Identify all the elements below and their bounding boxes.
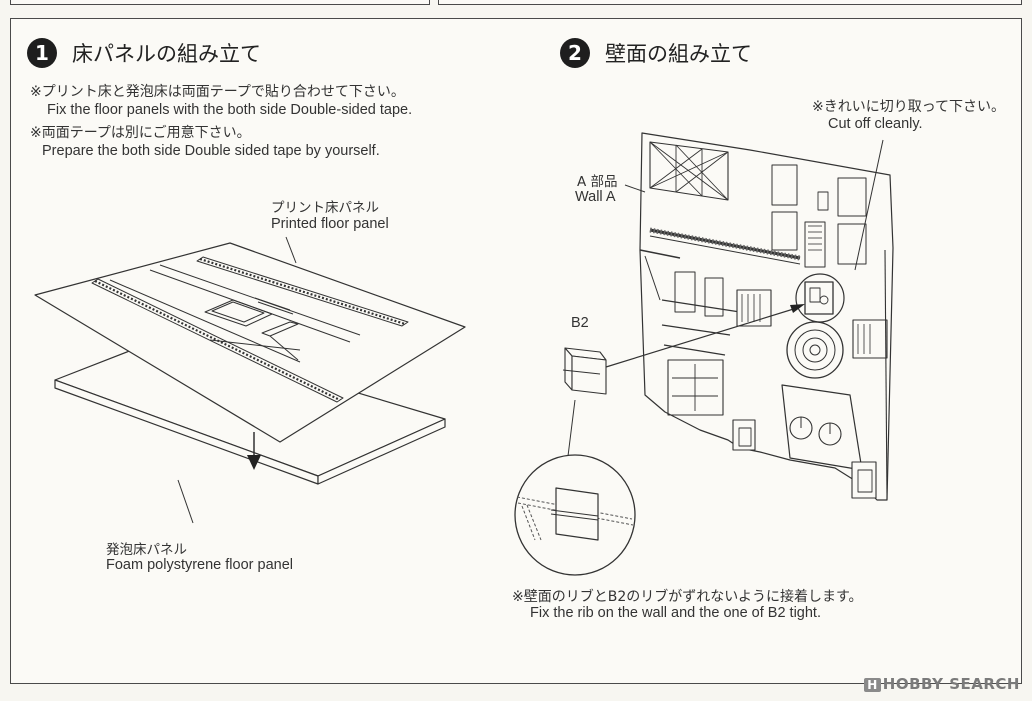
top-tab-left [10,0,430,5]
foam-floor-label-en: Foam polystyrene floor panel [106,557,293,573]
wall-a-label-en: Wall A [575,189,616,205]
cut-note-en: Cut off cleanly. [828,116,923,132]
wall-a-part [639,132,894,501]
part-b2-label: B2 [571,315,589,331]
step-1-note-2-jp: ※両面テープは別にご用意下さい。 [30,125,251,141]
down-arrow-icon [247,432,261,470]
step-2-title: 壁面の組み立て [605,42,752,66]
cut-off-callout [795,139,884,323]
watermark-text: HOBBY SEARCH [882,675,1020,693]
wall-a-label-jp: A 部品 [577,174,618,190]
step-1-badge: 1 [27,38,57,68]
step-1-note-1-en: Fix the floor panels with the both side … [47,102,413,118]
printed-floor-label-jp: プリント床パネル [271,200,379,216]
printed-floor-panel [34,242,466,443]
rib-note-en: Fix the rib on the wall and the one of B… [530,605,821,621]
top-tab-right [438,0,1022,5]
b2-part [562,347,607,395]
detail-magnifier [514,399,636,576]
step-2-badge: 2 [560,38,590,68]
printed-floor-label-en: Printed floor panel [271,216,389,232]
step-1-note-2-en: Prepare the both side Double sided tape … [42,143,380,159]
step-1-title: 床パネルの組み立て [72,42,261,66]
step-1-note-1-jp: ※プリント床と発泡床は両面テープで貼り合わせて下さい。 [30,84,405,100]
foam-floor-label-jp: 発泡床パネル [106,542,187,558]
watermark-badge: H [864,678,881,692]
cut-note-jp: ※きれいに切り取って下さい。 [812,99,1006,115]
attach-arrow [605,304,805,368]
rib-note-jp: ※壁面のリブとB2のリブがずれないように接着します。 [512,589,863,605]
